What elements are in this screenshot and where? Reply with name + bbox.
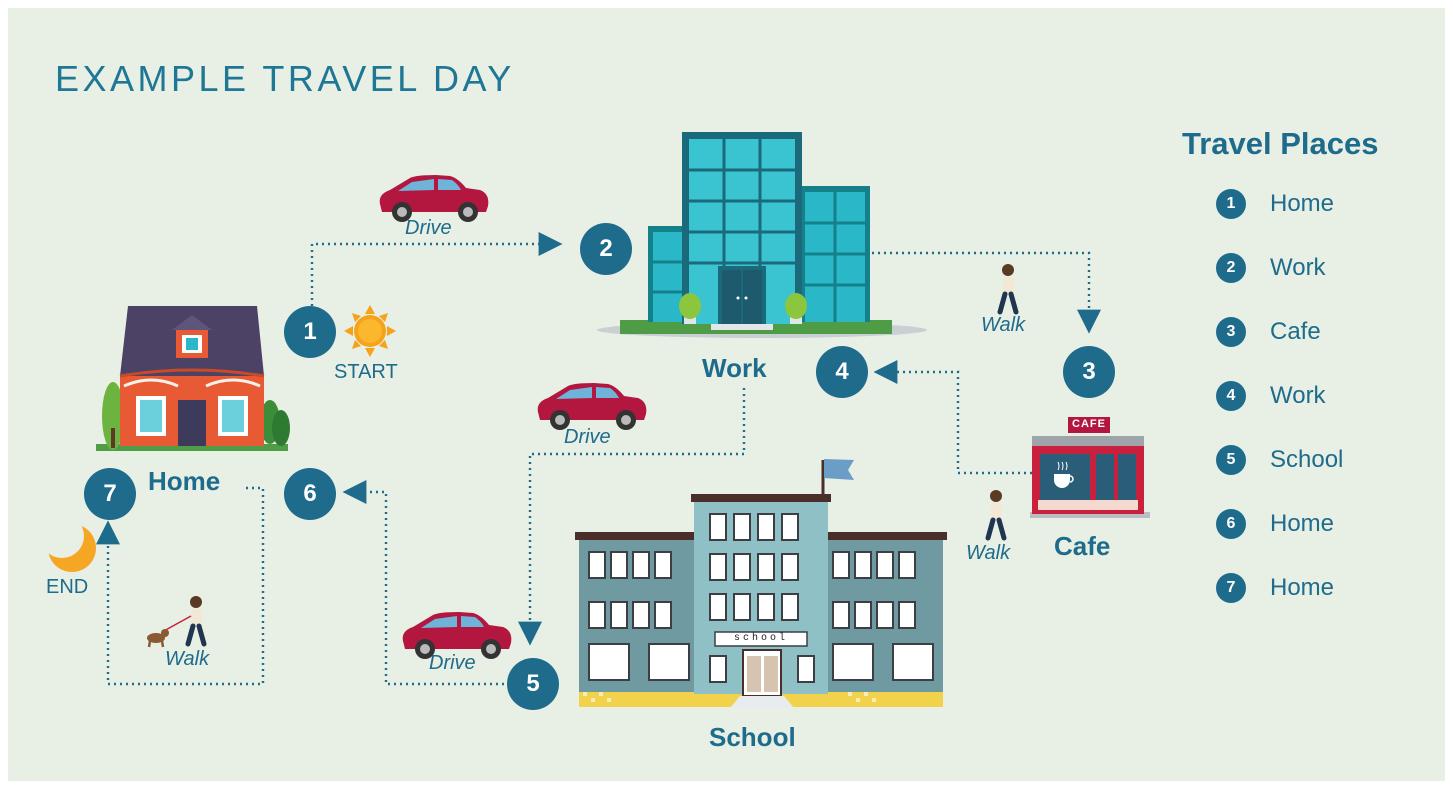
legend-item: 5 School bbox=[1216, 444, 1343, 476]
legend-number: 1 bbox=[1216, 189, 1246, 219]
legend-label: Home bbox=[1270, 510, 1335, 537]
start-label: START bbox=[334, 361, 398, 383]
dog-walker-icon bbox=[147, 596, 207, 648]
step-badge-4: 4 bbox=[816, 346, 868, 398]
legend-item: 6 Home bbox=[1216, 508, 1334, 540]
legend-number: 6 bbox=[1216, 509, 1246, 539]
car-icon-1 bbox=[379, 175, 489, 222]
step-badge-5: 5 bbox=[507, 658, 559, 710]
school-building-icon bbox=[575, 459, 947, 708]
walking-person-icon-1 bbox=[997, 264, 1019, 315]
legend-label: Home bbox=[1270, 190, 1335, 217]
legend-number: 5 bbox=[1216, 445, 1246, 475]
home-house-icon bbox=[96, 306, 290, 451]
legend-label: Cafe bbox=[1270, 318, 1321, 345]
legend-item: 1 Home bbox=[1216, 188, 1334, 220]
route-1-to-2 bbox=[310, 232, 563, 306]
school-label: School bbox=[709, 722, 796, 752]
cafe-label: Cafe bbox=[1054, 531, 1111, 561]
travel-day-infographic: EXAMPLE TRAVEL DAY bbox=[8, 8, 1445, 781]
drive-label-3: Drive bbox=[429, 652, 476, 674]
moon-icon bbox=[40, 514, 96, 572]
work-label: Work bbox=[702, 353, 767, 383]
legend-item: 7 Home bbox=[1216, 572, 1334, 604]
legend-label: Home bbox=[1270, 574, 1335, 601]
route-lines bbox=[96, 232, 1101, 686]
car-icon-2 bbox=[537, 383, 647, 430]
route-3-to-4 bbox=[873, 360, 1032, 475]
route-illustration bbox=[40, 132, 1150, 708]
home-label: Home bbox=[148, 466, 221, 496]
legend-label: School bbox=[1270, 446, 1344, 473]
walk-label-2: Walk bbox=[966, 542, 1011, 564]
legend-label: Work bbox=[1270, 254, 1326, 281]
school-sign: school bbox=[733, 633, 788, 644]
legend-number: 4 bbox=[1216, 381, 1246, 411]
route-2-to-3 bbox=[872, 251, 1101, 334]
page-title: EXAMPLE TRAVEL DAY bbox=[55, 58, 515, 99]
drive-label-2: Drive bbox=[564, 426, 611, 448]
legend-number: 7 bbox=[1216, 573, 1246, 603]
legend-item: 4 Work bbox=[1216, 380, 1326, 412]
step-badge-6: 6 bbox=[284, 468, 336, 520]
legend-item: 2 Work bbox=[1216, 252, 1326, 284]
drive-label-1: Drive bbox=[405, 217, 452, 239]
step-badge-1: 1 bbox=[284, 306, 336, 358]
walk-label-3: Walk bbox=[165, 648, 210, 670]
cafe-sign: CAFE bbox=[1072, 418, 1106, 430]
end-label: END bbox=[46, 576, 89, 598]
legend-number: 2 bbox=[1216, 253, 1246, 283]
car-icon-3 bbox=[402, 612, 512, 659]
cafe-building-icon bbox=[1030, 417, 1150, 518]
step-badge-2: 2 bbox=[580, 223, 632, 275]
legend-label: Work bbox=[1270, 382, 1326, 409]
walk-label-1: Walk bbox=[981, 314, 1026, 336]
legend-title: Travel Places bbox=[1182, 126, 1379, 161]
sun-icon bbox=[344, 305, 396, 357]
work-building-icon bbox=[597, 132, 927, 338]
walking-person-icon-2 bbox=[985, 490, 1007, 541]
legend-number: 3 bbox=[1216, 317, 1246, 347]
legend-item: 3 Cafe bbox=[1216, 316, 1321, 348]
step-badge-3: 3 bbox=[1063, 346, 1115, 398]
step-badge-7: 7 bbox=[84, 468, 136, 520]
